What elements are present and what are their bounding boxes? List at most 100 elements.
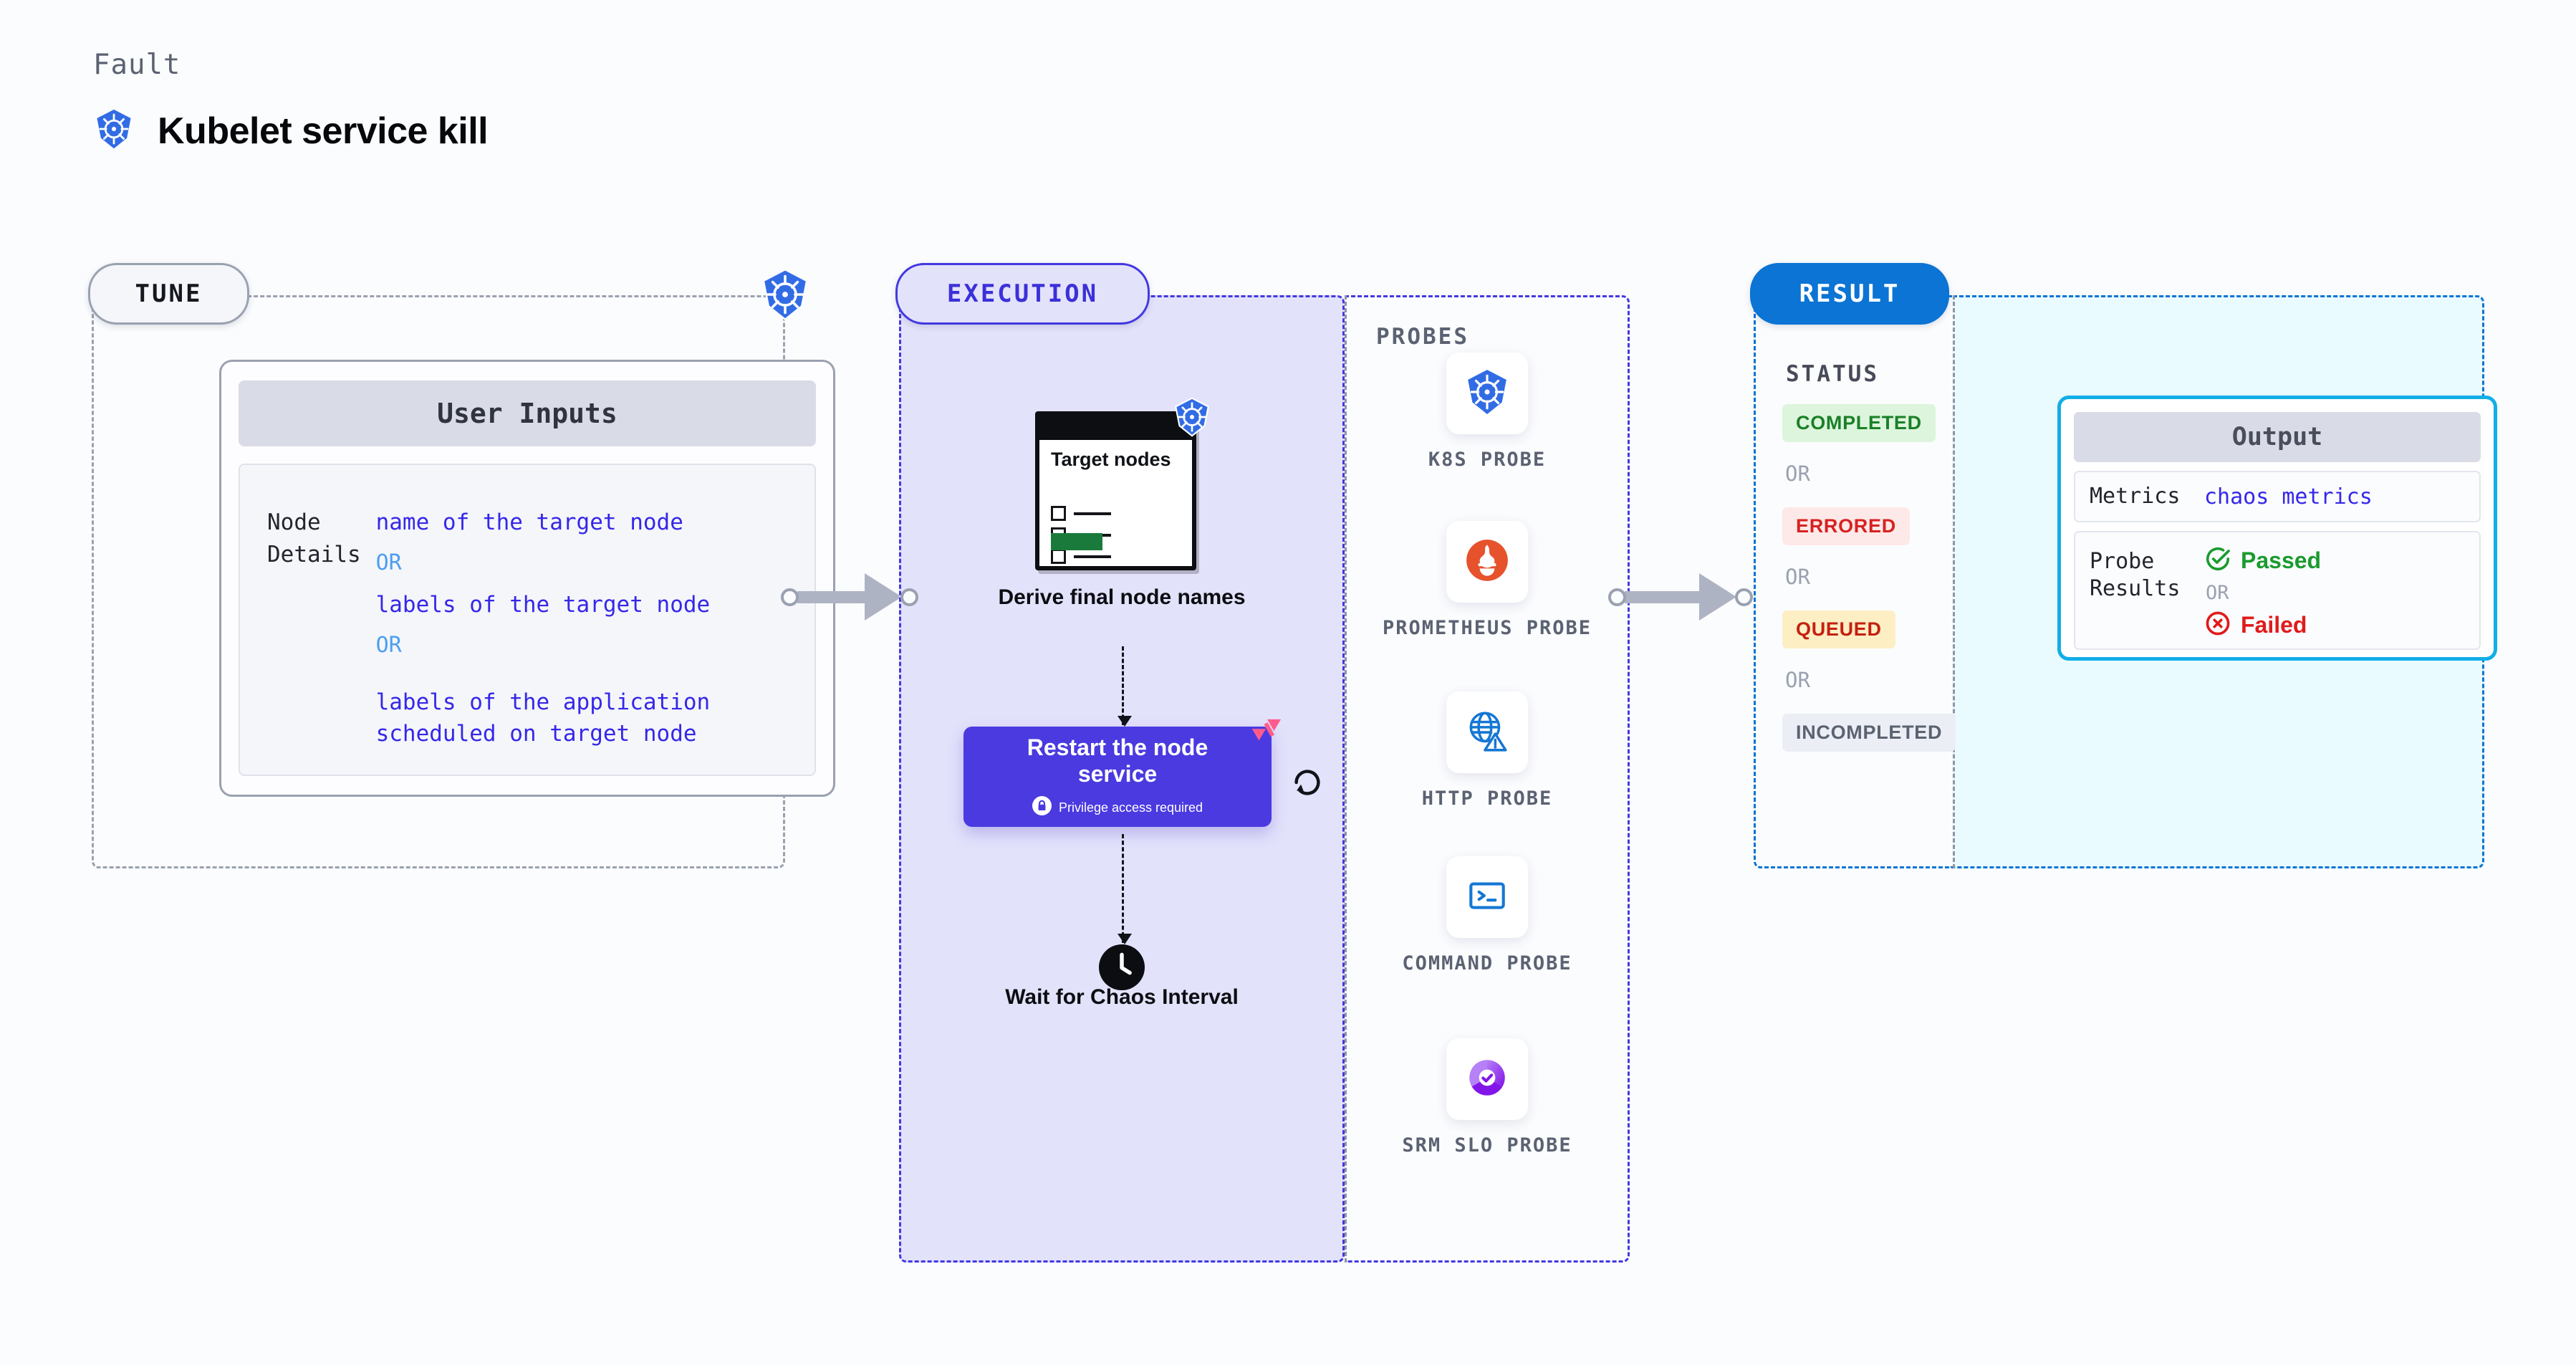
status-separator-3: OR xyxy=(1785,668,1810,692)
probe-passed-label: Passed xyxy=(2241,547,2322,573)
node-details-row: Node Details name of the target node OR … xyxy=(267,507,802,749)
restart-node-service-step[interactable]: Restart the node service Privilege acces… xyxy=(963,719,1282,827)
probe-item-prometheus[interactable]: PROMETHEUS PROBE xyxy=(1345,521,1630,641)
tune-badge[interactable]: TUNE xyxy=(88,263,249,325)
probe-label: K8S PROBE xyxy=(1428,449,1547,471)
output-probe-results-row: Probe Results Passed OR xyxy=(2074,531,2481,650)
litmus-chaos-icon xyxy=(1249,717,1282,753)
derive-node-names-caption: Derive final node names xyxy=(998,585,1246,609)
probe-tile xyxy=(1446,353,1528,434)
node-details-key: Node Details xyxy=(267,509,361,567)
kubernetes-icon xyxy=(1172,397,1212,441)
lock-icon xyxy=(1032,796,1052,819)
probe-label: PROMETHEUS PROBE xyxy=(1382,617,1592,639)
placeholder-line xyxy=(1074,555,1111,558)
kubernetes-icon xyxy=(759,268,812,325)
target-nodes-card: Target nodes xyxy=(1035,397,1209,570)
probe-label: COMMAND PROBE xyxy=(1402,952,1572,974)
target-card-titlebar xyxy=(1039,416,1192,440)
result-divider xyxy=(1953,295,1955,868)
status-section-label: STATUS xyxy=(1786,361,1879,387)
result-stage: RESULT STATUS COMPLETED OR ERRORED OR QU… xyxy=(1750,263,2497,868)
wait-for-chaos-interval-caption: Wait for Chaos Interval xyxy=(1005,985,1239,1009)
status-bar xyxy=(1051,533,1102,550)
probes-section-label: PROBES xyxy=(1376,324,1469,350)
probe-label: HTTP PROBE xyxy=(1421,787,1553,810)
user-inputs-body: Node Details name of the target node OR … xyxy=(239,464,816,776)
terminal-icon xyxy=(1464,872,1511,923)
restart-step-title: Restart the node service xyxy=(1027,734,1208,787)
probe-item-srm-slo[interactable]: SRM SLO PROBE xyxy=(1345,1038,1630,1158)
privilege-note-row: Privilege access required xyxy=(1032,796,1203,819)
page-title: Kubelet service kill xyxy=(158,110,489,152)
probe-label: SRM SLO PROBE xyxy=(1402,1134,1572,1156)
probe-tile xyxy=(1446,521,1528,603)
probe-item-http[interactable]: HTTP PROBE xyxy=(1345,691,1630,811)
user-inputs-card: User Inputs Node Details name of the tar… xyxy=(219,360,835,797)
result-badge[interactable]: RESULT xyxy=(1750,263,1949,325)
retry-icon[interactable] xyxy=(1289,765,1325,804)
fault-title-row: Kubelet service kill xyxy=(93,108,489,153)
output-metrics-key: Metrics xyxy=(2090,483,2181,509)
checkbox-icon xyxy=(1051,549,1066,564)
flow-arrow-2 xyxy=(1118,834,1132,944)
node-details-or-2: OR xyxy=(375,632,402,658)
tune-stage: TUNE User Inputs Node Details name of th… xyxy=(88,263,835,868)
connector-start-dot xyxy=(1608,588,1626,606)
connector-execution-to-result xyxy=(1608,573,1753,621)
probes-boundary xyxy=(1345,295,1630,1263)
probe-item-k8s[interactable]: K8S PROBE xyxy=(1345,353,1630,472)
connector-line xyxy=(1625,590,1702,603)
connector-end-dot xyxy=(1735,588,1753,606)
output-header: Output xyxy=(2074,412,2481,462)
fault-eyebrow: Fault xyxy=(93,49,181,81)
connector-arrow-head xyxy=(1699,573,1736,621)
status-separator-1: OR xyxy=(1785,461,1810,486)
placeholder-line xyxy=(1074,512,1111,515)
kubernetes-icon xyxy=(1464,368,1511,419)
probe-results-values: Passed OR Failed xyxy=(2204,532,2321,641)
connector-arrow-head xyxy=(865,573,902,621)
page-header: Fault Kubelet service kill xyxy=(93,49,489,153)
execution-stage: EXECUTION PROBES Target nodes xyxy=(895,263,1630,1263)
output-metrics-value[interactable]: chaos metrics xyxy=(2204,484,2373,509)
status-separator-2: OR xyxy=(1785,565,1810,589)
list-item xyxy=(1051,549,1111,564)
probe-result-passed: Passed xyxy=(2204,545,2321,576)
kubernetes-icon xyxy=(93,108,135,153)
node-details-value-3: labels of the application scheduled on t… xyxy=(375,689,711,747)
probe-result-failed: Failed xyxy=(2204,610,2321,641)
probe-results-separator: OR xyxy=(2206,582,2229,604)
probe-item-command[interactable]: COMMAND PROBE xyxy=(1345,856,1630,976)
node-details-or-1: OR xyxy=(375,550,402,576)
output-probe-results-key: Probe Results xyxy=(2090,549,2181,602)
srm-slo-donut-icon xyxy=(1464,1054,1511,1105)
list-item xyxy=(1051,506,1111,521)
probe-tile xyxy=(1446,691,1528,773)
target-card-title: Target nodes xyxy=(1051,449,1171,470)
probe-failed-label: Failed xyxy=(2241,612,2307,638)
privilege-note-text: Privilege access required xyxy=(1058,800,1203,815)
execution-badge[interactable]: EXECUTION xyxy=(895,263,1150,325)
http-globe-warning-icon xyxy=(1464,707,1511,758)
status-badge-incompleted: INCOMPLETED xyxy=(1782,714,1956,752)
checkbox-icon xyxy=(1051,506,1066,521)
connector-start-dot xyxy=(781,588,799,606)
execution-probes-divider xyxy=(1345,295,1347,1263)
node-details-value-1: name of the target node xyxy=(375,509,683,535)
probe-tile xyxy=(1446,1038,1528,1120)
probe-tile xyxy=(1446,856,1528,938)
node-details-values: name of the target node OR labels of the… xyxy=(376,507,802,749)
flow-arrow-1 xyxy=(1118,646,1132,727)
output-metrics-row: Metrics chaos metrics xyxy=(2074,471,2481,522)
user-inputs-header: User Inputs xyxy=(239,380,816,446)
status-badge-queued: QUEUED xyxy=(1782,610,1895,648)
node-details-value-2: labels of the target node xyxy=(375,591,711,618)
clock-icon xyxy=(1099,944,1145,994)
execution-flow: Target nodes xyxy=(899,295,1345,1263)
connector-end-dot xyxy=(900,588,918,606)
output-card: Output Metrics chaos metrics Probe Resul… xyxy=(2057,396,2497,661)
connector-line xyxy=(797,590,868,603)
check-circle-icon xyxy=(2204,545,2231,576)
status-badge-completed: COMPLETED xyxy=(1782,404,1936,442)
